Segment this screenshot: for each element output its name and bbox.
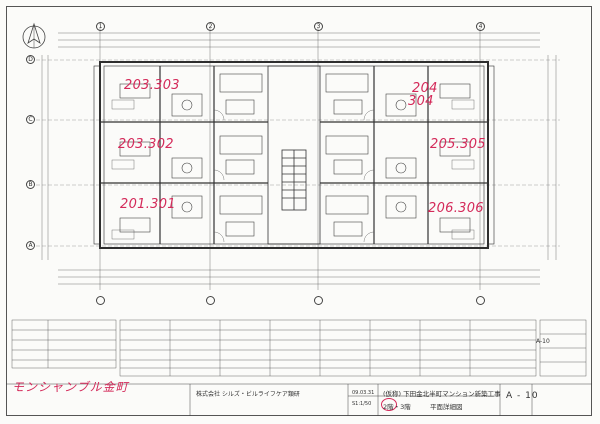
dimension-lines <box>41 28 557 290</box>
axis-label-row-d: D <box>28 55 33 63</box>
unit-label-201-301: 201.301 <box>120 197 176 212</box>
axis-label-col-2: 2 <box>208 22 213 30</box>
axis-marker-c <box>26 115 35 124</box>
axis-marker-3 <box>314 22 323 31</box>
axis-marker-3-bottom <box>314 296 323 305</box>
axis-label-row-c: C <box>28 115 33 123</box>
unit-label-205-305: 205.305 <box>430 137 486 152</box>
floor-label: 2階・3階 <box>383 403 411 411</box>
axis-marker-1-bottom <box>96 296 105 305</box>
unit-label-206-306: 206.306 <box>428 201 484 216</box>
drawing-title: 平面詳細図 <box>430 403 463 411</box>
axis-marker-2-bottom <box>206 296 215 305</box>
axis-marker-d <box>26 55 35 64</box>
axis-label-col-1: 1 <box>98 22 103 30</box>
sheet-number: A - 10 <box>506 391 539 401</box>
axis-label-col-3: 3 <box>316 22 321 30</box>
axis-label-col-4: 4 <box>478 22 483 30</box>
unit-label-204: 204 <box>412 81 438 96</box>
axis-marker-2 <box>206 22 215 31</box>
project-name: (仮称) 下田金北半町マンション新築工事 <box>383 390 501 398</box>
floor-highlight-circle <box>381 398 397 411</box>
left-unit-walls <box>100 66 268 244</box>
axis-marker-b <box>26 180 35 189</box>
right-unit-walls <box>320 66 488 244</box>
axis-marker-a <box>26 241 35 250</box>
north-arrow-icon <box>22 22 46 49</box>
axis-marker-4 <box>476 22 485 31</box>
building-name-annotation: モンシャンブル金町 <box>12 380 129 394</box>
axis-marker-1 <box>96 22 105 31</box>
company-name: 株式会社 シルズ・ビルライフケア類研 <box>196 391 300 398</box>
unit-label-304: 304 <box>408 94 434 109</box>
sheet-code: A-10 <box>536 338 550 345</box>
axis-label-row-a: A <box>28 241 33 249</box>
drawing-scale: S1:1/50 <box>352 401 372 407</box>
notes-table <box>11 319 587 377</box>
drawing-date: 09.03.31 <box>352 390 375 396</box>
axis-label-row-b: B <box>28 180 33 188</box>
unit-label-203-302: 203.302 <box>118 137 174 152</box>
title-block <box>6 383 592 416</box>
central-core <box>267 65 321 245</box>
axis-marker-4-bottom <box>476 296 485 305</box>
sheet-border <box>6 6 592 416</box>
unit-label-203-303: 203.303 <box>124 78 180 93</box>
